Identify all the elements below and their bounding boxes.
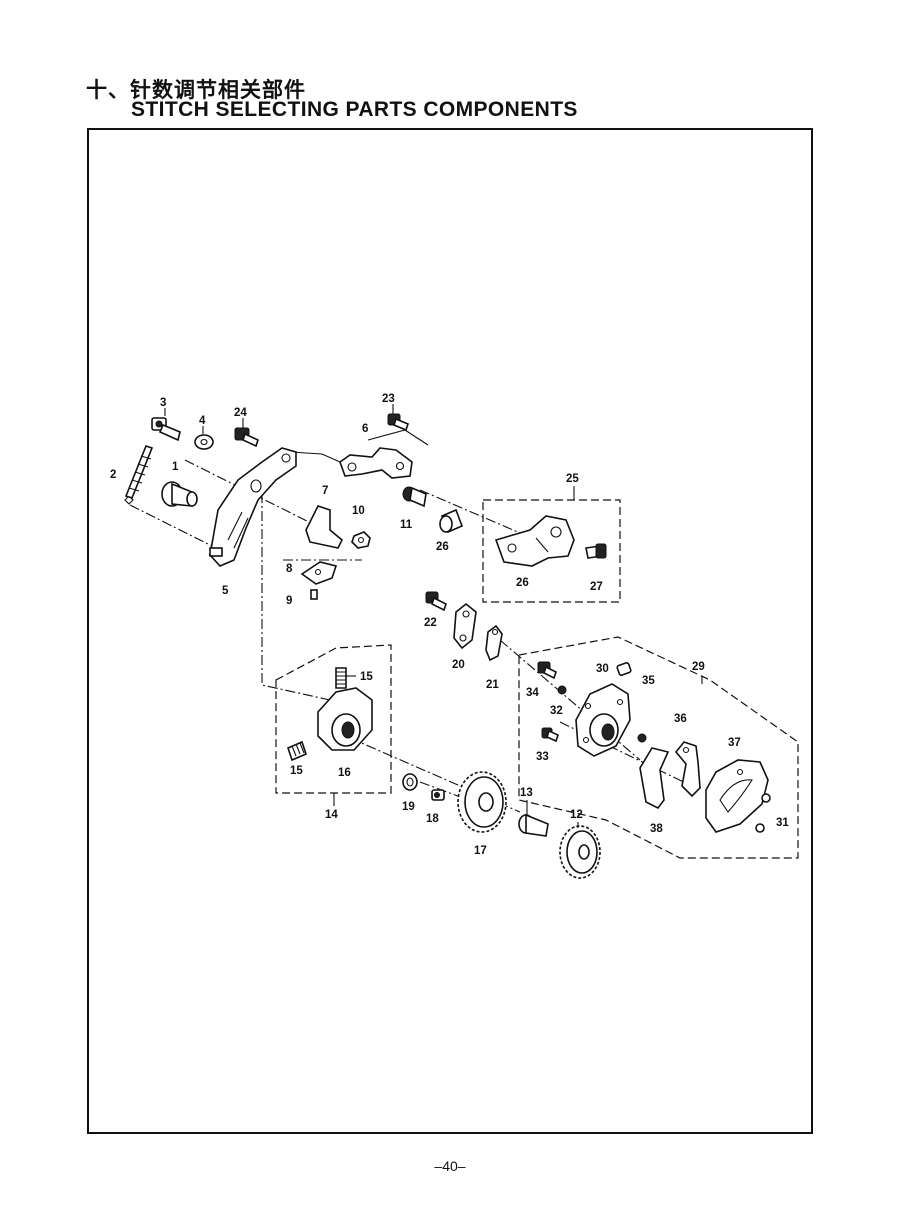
spring-part-2 bbox=[124, 445, 154, 505]
hub-part-30 bbox=[575, 683, 631, 757]
label-20: 20 bbox=[452, 659, 465, 671]
label-28: 26 bbox=[436, 541, 449, 553]
label-15-left: 15 bbox=[290, 765, 303, 777]
screw-part-32 bbox=[557, 685, 567, 695]
label-30: 30 bbox=[596, 663, 609, 675]
label-10: 10 bbox=[352, 505, 365, 517]
screw-part-27 bbox=[585, 543, 607, 559]
leader-6 bbox=[367, 429, 429, 446]
label-3: 3 bbox=[160, 397, 166, 409]
screw-part-18 bbox=[431, 789, 445, 801]
label-15-top: 15 bbox=[360, 671, 373, 683]
label-1: 1 bbox=[172, 461, 179, 473]
label-12: 12 bbox=[570, 809, 583, 821]
label-14: 14 bbox=[325, 809, 338, 821]
bush-part-19 bbox=[402, 773, 418, 791]
label-27: 27 bbox=[590, 581, 603, 593]
link-part-21 bbox=[485, 624, 503, 662]
group-box-14 bbox=[275, 644, 392, 794]
axis-line-3 bbox=[261, 475, 331, 701]
screw-part-23 bbox=[387, 413, 409, 432]
label-22: 22 bbox=[424, 617, 437, 629]
section-title-english: STITCH SELECTING PARTS COMPONENTS bbox=[131, 98, 578, 121]
label-23: 23 bbox=[382, 393, 395, 405]
screw-part-35 bbox=[616, 662, 632, 676]
label-9: 9 bbox=[286, 595, 292, 607]
washer-part-4 bbox=[194, 434, 214, 450]
plate-part-8 bbox=[300, 561, 338, 585]
label-7: 7 bbox=[322, 485, 328, 497]
label-34: 34 bbox=[526, 687, 539, 699]
label-6: 6 bbox=[362, 423, 368, 435]
nut-part-10 bbox=[351, 531, 371, 549]
spring-part-15-top bbox=[335, 667, 347, 689]
plate-part-36 bbox=[674, 741, 701, 798]
label-31: 31 bbox=[776, 817, 789, 829]
label-2: 2 bbox=[110, 469, 116, 481]
label-25: 25 bbox=[566, 473, 579, 485]
gear-part-17 bbox=[457, 771, 507, 833]
screw-part-24 bbox=[234, 427, 259, 448]
label-21: 21 bbox=[486, 679, 499, 691]
label-17: 17 bbox=[474, 845, 487, 857]
arm-part-26 bbox=[494, 515, 575, 567]
gear-part-12 bbox=[559, 825, 601, 879]
screw-part-34 bbox=[537, 661, 557, 680]
stud-part-11 bbox=[402, 486, 427, 508]
label-36: 36 bbox=[674, 713, 687, 725]
label-38: 38 bbox=[650, 823, 663, 835]
label-29: 29 bbox=[692, 661, 705, 673]
bush-part-28 bbox=[439, 508, 464, 534]
label-16: 16 bbox=[338, 767, 351, 779]
label-18: 18 bbox=[426, 813, 439, 825]
label-13: 13 bbox=[520, 787, 533, 799]
label-5: 5 bbox=[222, 585, 229, 597]
label-32: 32 bbox=[550, 705, 563, 717]
label-4: 4 bbox=[199, 415, 206, 427]
label-24: 24 bbox=[234, 407, 247, 419]
label-26: 26 bbox=[516, 577, 529, 589]
spring-part-15-left bbox=[287, 740, 307, 762]
page-number: –40– bbox=[434, 1158, 466, 1174]
label-37: 37 bbox=[728, 737, 741, 749]
link-part-20 bbox=[453, 602, 477, 650]
label-33: 33 bbox=[536, 751, 549, 763]
section-title-chinese: 十、针数调节相关部件 bbox=[86, 78, 306, 102]
cam-plate-part-37 bbox=[705, 759, 769, 833]
axis-line-6 bbox=[349, 737, 521, 813]
screw-part-33 bbox=[541, 727, 559, 743]
screw-part-22 bbox=[425, 591, 447, 612]
label-8: 8 bbox=[286, 563, 293, 575]
label-19: 19 bbox=[402, 801, 415, 813]
diagram-frame bbox=[87, 128, 813, 1134]
screw-part-3 bbox=[151, 417, 181, 442]
pin-part-9 bbox=[310, 589, 318, 600]
screw-part-13 bbox=[518, 813, 549, 837]
leader-link-5-6 bbox=[289, 451, 341, 463]
label-11: 11 bbox=[400, 519, 413, 531]
screw-part-31 bbox=[755, 793, 771, 833]
cam-part-16 bbox=[317, 687, 373, 751]
label-35: 35 bbox=[642, 675, 655, 687]
spring-part-38 bbox=[639, 747, 670, 810]
group-box-25 bbox=[482, 499, 621, 603]
stud-part-1 bbox=[161, 481, 198, 507]
lever-part-5 bbox=[209, 447, 297, 567]
group-box-29 bbox=[518, 636, 799, 859]
plate-part-7 bbox=[305, 505, 343, 549]
bracket-part-6 bbox=[339, 447, 413, 479]
screw-part-30b bbox=[637, 733, 647, 743]
